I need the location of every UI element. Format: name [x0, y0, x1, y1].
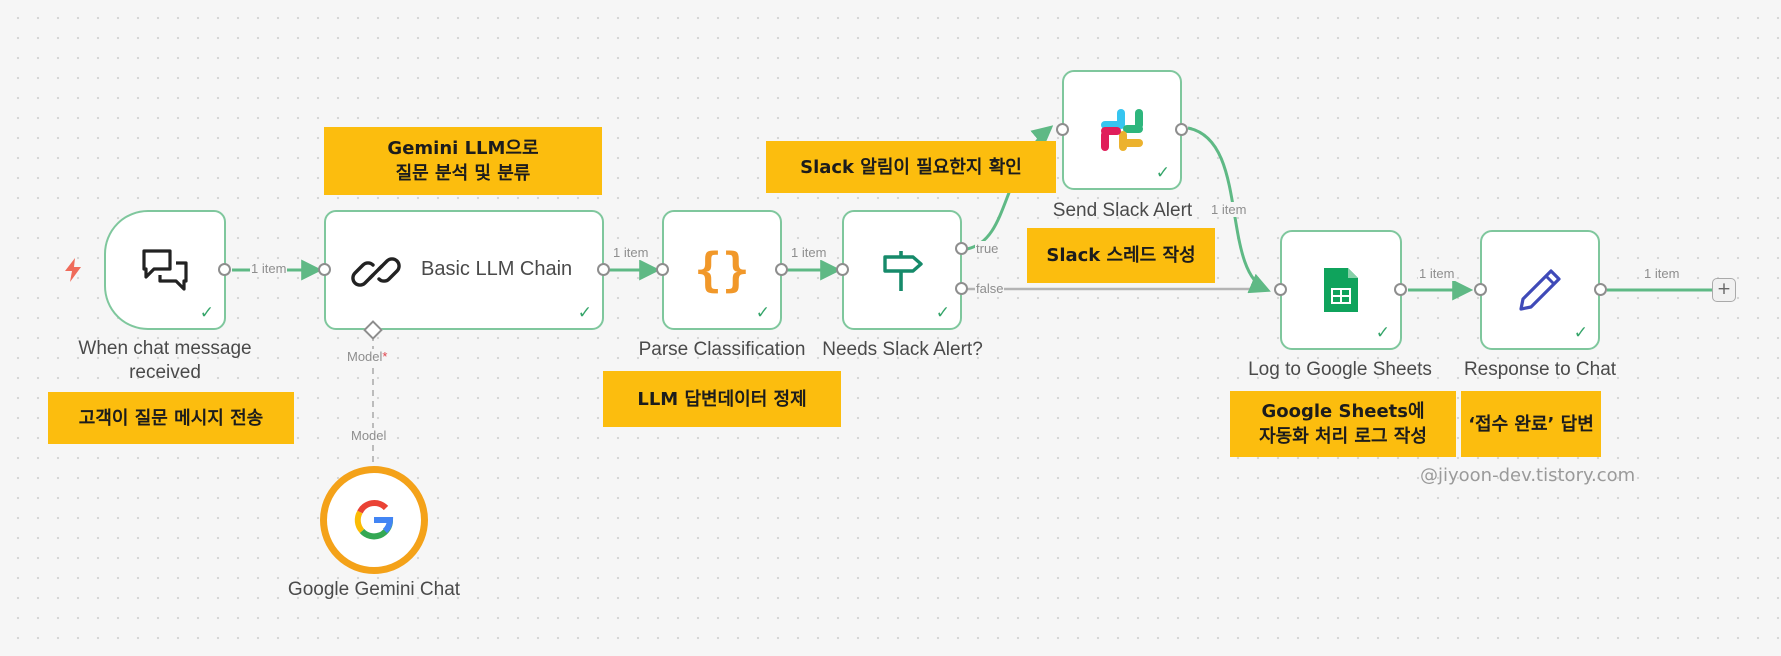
annotation-llm-chain: Gemini LLM으로 질문 분석 및 분류	[324, 127, 602, 195]
output-port[interactable]	[218, 263, 231, 276]
success-check-icon: ✓	[755, 303, 770, 323]
input-port[interactable]	[836, 263, 849, 276]
wire-label-if-true: true	[975, 241, 1000, 256]
node-label-response-to-chat: Response to Chat	[1463, 359, 1617, 380]
wire-label-trigger-to-chain: 1 item	[250, 261, 288, 276]
wire-label-chain-to-parse: 1 item	[612, 245, 650, 260]
wire-label-if-false: false	[975, 281, 1005, 296]
watermark: @jiyoon-dev.tistory.com	[1420, 465, 1636, 486]
node-label-parse-classification: Parse Classification	[638, 339, 806, 360]
wire-label-sheets-to-response: 1 item	[1418, 266, 1456, 281]
plus-icon: +	[1716, 279, 1732, 299]
output-port-false[interactable]	[955, 282, 968, 295]
node-label-send-slack-alert: Send Slack Alert	[1052, 200, 1193, 221]
output-port[interactable]	[775, 263, 788, 276]
google-sheets-icon	[1324, 268, 1358, 312]
success-check-icon: ✓	[1573, 323, 1588, 343]
annotation-response: ‘접수 완료’ 답변	[1461, 391, 1601, 457]
input-port[interactable]	[1474, 283, 1487, 296]
node-log-to-google-sheets[interactable]: ✓	[1280, 230, 1402, 350]
node-basic-llm-chain[interactable]: Basic LLM Chain ✓	[324, 210, 604, 330]
input-port[interactable]	[656, 263, 669, 276]
node-parse-classification[interactable]: {} ✓	[662, 210, 782, 330]
chain-link-icon	[351, 257, 401, 287]
curly-braces-icon: {}	[694, 243, 750, 297]
success-check-icon: ✓	[1375, 323, 1390, 343]
success-check-icon: ✓	[1155, 163, 1170, 183]
input-port[interactable]	[318, 263, 331, 276]
wire-label-response-out: 1 item	[1643, 266, 1681, 281]
node-send-slack-alert[interactable]: ✓	[1062, 70, 1182, 190]
success-check-icon: ✓	[935, 303, 950, 323]
annotation-parse: LLM 답변데이터 정제	[603, 371, 841, 427]
node-needs-slack-alert[interactable]: ✓	[842, 210, 962, 330]
google-g-icon	[354, 500, 394, 540]
model-port-label: Model*	[346, 349, 389, 364]
output-port[interactable]	[1394, 283, 1407, 296]
chat-bubbles-icon	[142, 249, 188, 291]
annotation-trigger: 고객이 질문 메시지 전송	[48, 392, 294, 444]
node-chat-trigger[interactable]: ✓	[104, 210, 226, 330]
pencil-icon	[1519, 269, 1561, 311]
model-link-label: Model	[350, 428, 388, 443]
node-label-needs-slack-alert: Needs Slack Alert?	[822, 339, 983, 360]
output-port[interactable]	[597, 263, 610, 276]
annotation-sheets: Google Sheets에 자동화 처리 로그 작성	[1230, 391, 1456, 457]
node-response-to-chat[interactable]: ✓	[1480, 230, 1600, 350]
node-title-basic-llm-chain: Basic LLM Chain	[421, 258, 573, 280]
output-port[interactable]	[1175, 123, 1188, 136]
output-port[interactable]	[1594, 283, 1607, 296]
input-port[interactable]	[1274, 283, 1287, 296]
node-label-chat-trigger: When chat message received	[78, 338, 252, 383]
signpost-icon	[883, 251, 923, 291]
slack-logo-icon	[1101, 109, 1143, 151]
wire-label-parse-to-if: 1 item	[790, 245, 828, 260]
success-check-icon: ✓	[199, 303, 214, 323]
add-node-button[interactable]: +	[1712, 278, 1736, 302]
annotation-slack: Slack 스레드 작성	[1027, 228, 1215, 283]
success-check-icon: ✓	[577, 303, 592, 323]
output-port-true[interactable]	[955, 242, 968, 255]
node-google-gemini-chat[interactable]	[320, 466, 428, 574]
node-label-google-gemini-chat: Google Gemini Chat	[287, 579, 461, 600]
input-port[interactable]	[1056, 123, 1069, 136]
lightning-bolt-icon	[65, 258, 81, 282]
annotation-if: Slack 알림이 필요한지 확인	[766, 141, 1056, 193]
node-label-log-to-google-sheets: Log to Google Sheets	[1248, 359, 1432, 380]
wire-label-slack-to-sheets: 1 item	[1210, 202, 1248, 217]
